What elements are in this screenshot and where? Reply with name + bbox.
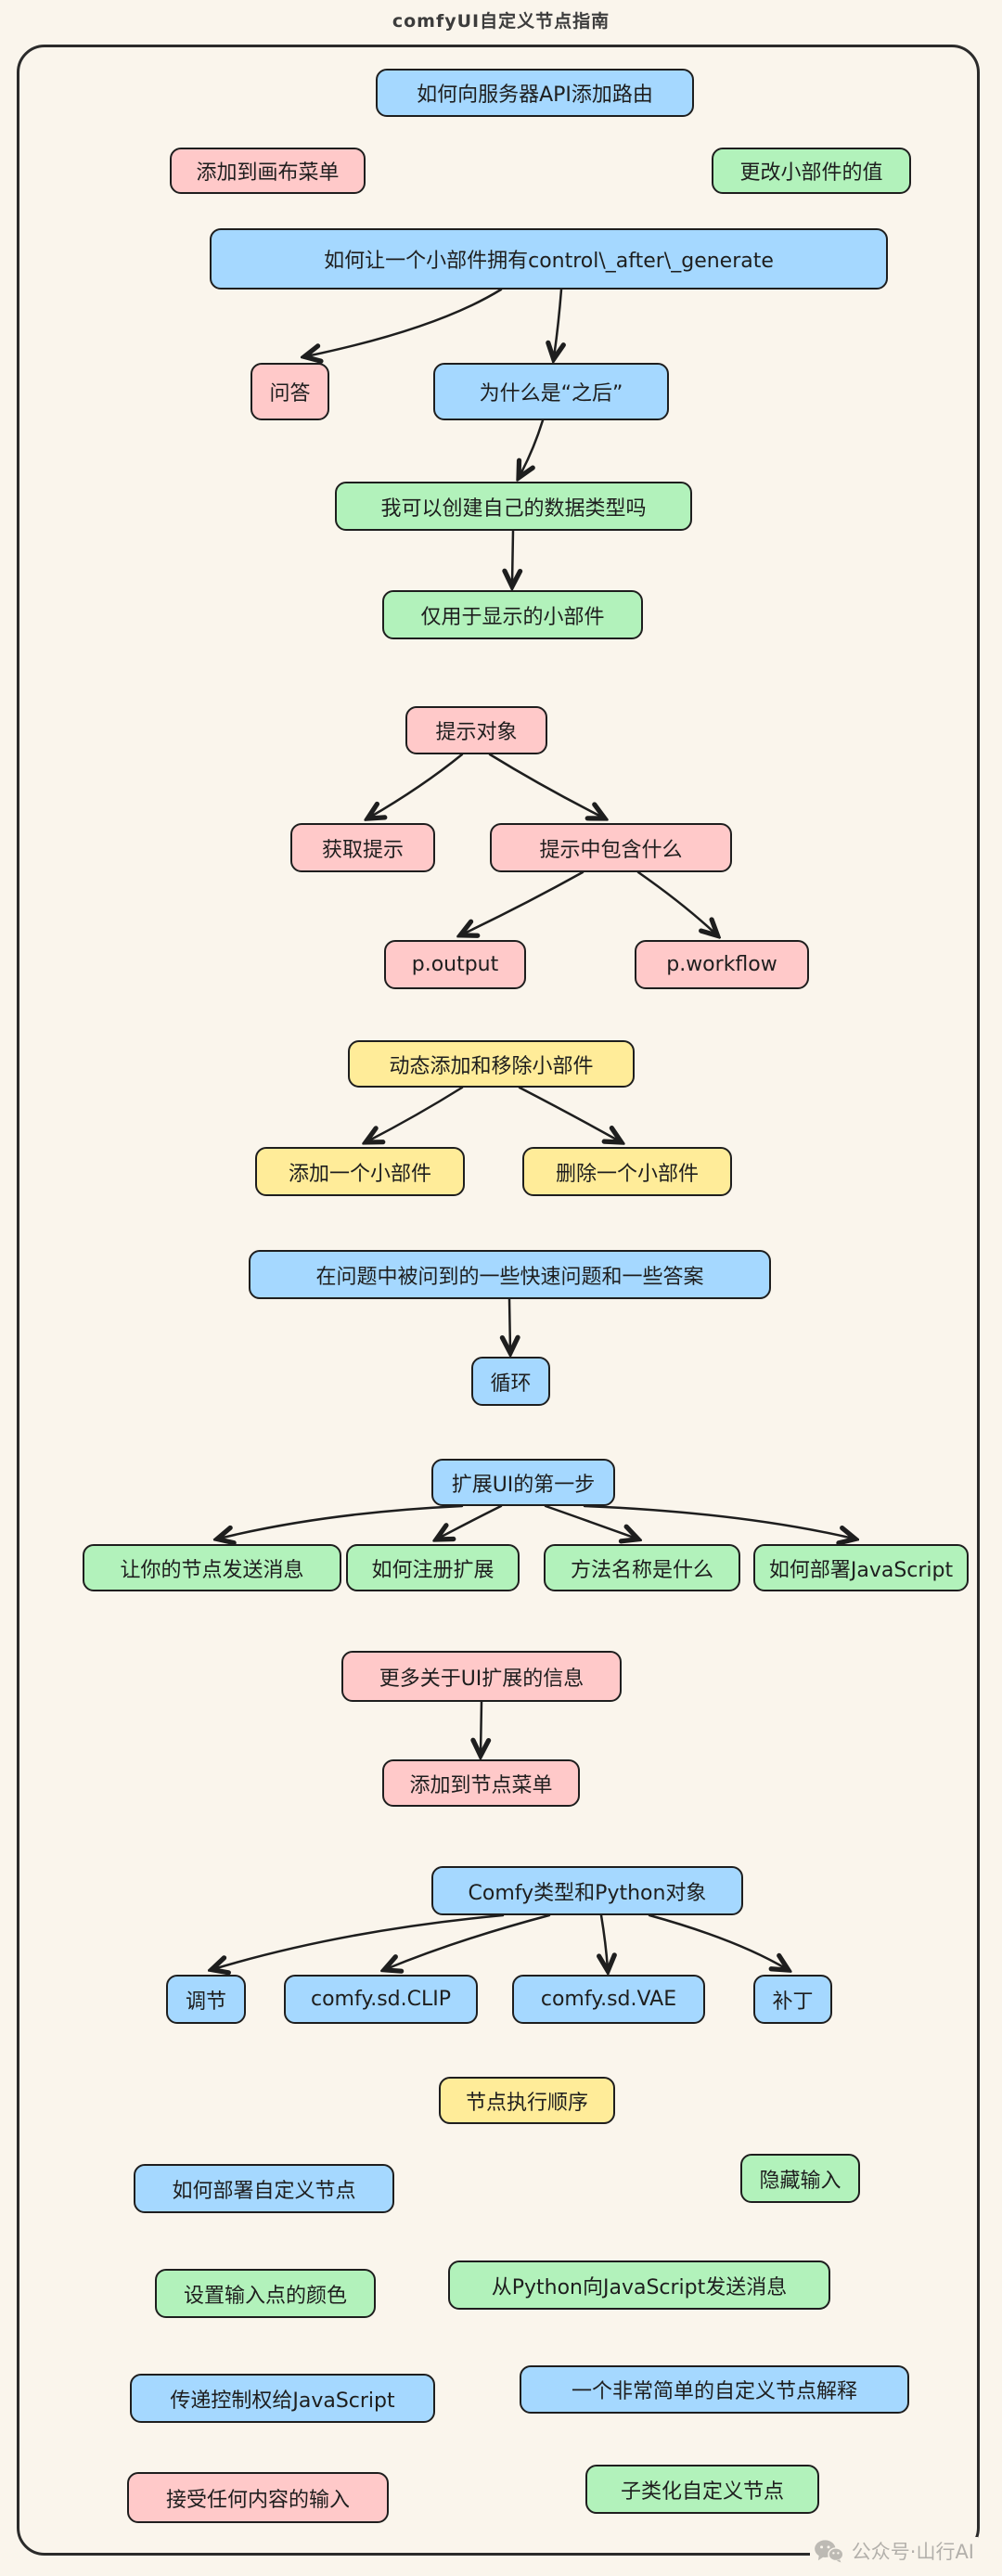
node-comfy-sd-clip: comfy.sd.CLIP — [284, 1975, 478, 2024]
node-get-prompt: 获取提示 — [290, 823, 435, 872]
node-comfy-types-python: Comfy类型和Python对象 — [431, 1866, 743, 1915]
wechat-icon — [814, 2540, 843, 2563]
node-node-send-message: 让你的节点发送消息 — [83, 1544, 341, 1591]
node-tweak: 调节 — [166, 1975, 246, 2024]
node-hidden-inputs: 隐藏输入 — [740, 2154, 860, 2203]
node-p-workflow: p.workflow — [635, 940, 809, 989]
node-qa: 问答 — [250, 363, 329, 420]
node-add-widget: 添加一个小部件 — [255, 1147, 465, 1196]
node-input-point-color: 设置输入点的颜色 — [155, 2269, 376, 2318]
node-add-route: 如何向服务器API添加路由 — [376, 69, 694, 117]
node-control-after-generate: 如何让一个小部件拥有control\_after\_generate — [210, 228, 888, 290]
node-why-after: 为什么是“之后” — [433, 363, 669, 420]
node-method-name: 方法名称是什么 — [544, 1544, 740, 1591]
footer: 公众号·山行AI — [809, 2537, 978, 2565]
node-remove-widget: 删除一个小部件 — [522, 1147, 732, 1196]
node-accept-any-input: 接受任何内容的输入 — [127, 2472, 389, 2523]
node-register-extension: 如何注册扩展 — [346, 1544, 520, 1591]
node-pass-control-to-js: 传递控制权给JavaScript — [130, 2374, 435, 2423]
node-change-widget-value: 更改小部件的值 — [712, 148, 911, 194]
footer-label: 公众号·山行AI — [851, 2541, 974, 2563]
diagram-border — [17, 45, 980, 2556]
page-title: comfyUI自定义节点指南 — [392, 11, 610, 32]
node-dynamic-widgets: 动态添加和移除小部件 — [348, 1040, 635, 1088]
node-p-output: p.output — [384, 940, 526, 989]
node-prompt-object: 提示对象 — [405, 706, 547, 754]
node-more-ui-extension-info: 更多关于UI扩展的信息 — [341, 1651, 622, 1702]
node-comfy-sd-vae: comfy.sd.VAE — [512, 1975, 705, 2024]
node-prompt-contents: 提示中包含什么 — [490, 823, 732, 872]
node-display-only-widgets: 仅用于显示的小部件 — [382, 590, 643, 639]
node-loop: 循环 — [471, 1357, 550, 1406]
node-patch: 补丁 — [753, 1975, 832, 2024]
node-add-canvas-menu: 添加到画布菜单 — [170, 148, 366, 194]
node-add-node-menu: 添加到节点菜单 — [382, 1759, 580, 1807]
node-faq: 在问题中被问到的一些快速问题和一些答案 — [249, 1250, 771, 1299]
node-deploy-custom-nodes: 如何部署自定义节点 — [134, 2164, 394, 2213]
node-subclass-custom-nodes: 子类化自定义节点 — [585, 2465, 819, 2514]
node-node-execution-order: 节点执行顺序 — [439, 2077, 615, 2124]
node-extend-ui-first-step: 扩展UI的第一步 — [431, 1459, 615, 1506]
node-simple-custom-node-explained: 一个非常简单的自定义节点解释 — [520, 2365, 909, 2414]
node-python-to-js-message: 从Python向JavaScript发送消息 — [448, 2260, 830, 2310]
node-deploy-javascript: 如何部署JavaScript — [753, 1544, 969, 1591]
node-custom-data-types: 我可以创建自己的数据类型吗 — [335, 482, 692, 531]
